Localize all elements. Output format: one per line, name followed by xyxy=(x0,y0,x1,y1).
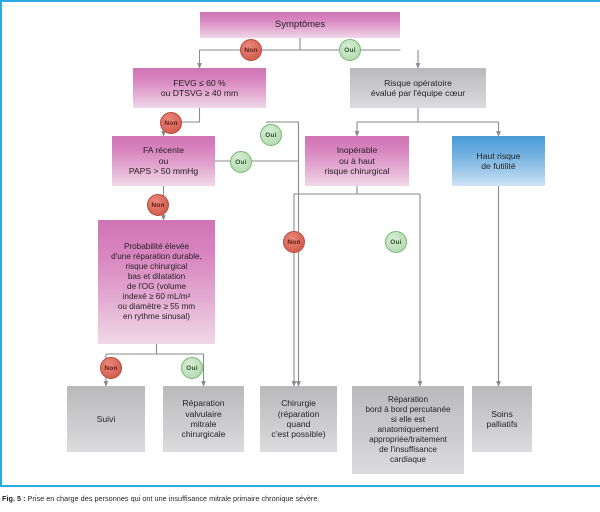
badge-oui-fevg: Oui xyxy=(260,124,282,146)
node-haut-risque-futilite: Haut risque de futilité xyxy=(452,136,545,186)
badge-oui-fa-recente: Oui xyxy=(230,151,252,173)
node-suivi: Suivi xyxy=(67,386,145,452)
node-fevg-dtsvg: FEVG ≤ 60 % ou DTSVG ≥ 40 mm xyxy=(133,68,266,108)
node-soins-palliatifs: Soins palliatifs xyxy=(472,386,532,452)
node-fa-recente-paps: FA récente ou PAPS > 50 mmHg xyxy=(112,136,215,186)
node-reparation-valvulaire-chirurgicale: Réparation valvulaire mitrale chirurgica… xyxy=(163,386,244,452)
figure-caption-text: Prise en charge des personnes qui ont un… xyxy=(25,494,320,503)
badge-non-symptomes: Non xyxy=(240,39,262,61)
flowchart-connectors xyxy=(103,38,501,387)
badge-non-inoperable: Non xyxy=(283,231,305,253)
badge-non-fa-recente: Non xyxy=(147,194,169,216)
badge-oui-symptomes: Oui xyxy=(339,39,361,61)
node-chirurgie: Chirurgie (réparation quand c'est possib… xyxy=(260,386,337,452)
node-probabilite-reparation-durable: Probabilité élevée d'une réparation dura… xyxy=(98,220,215,344)
node-symptomes: Symptômes xyxy=(200,12,400,38)
figure-caption: Fig. 5 : Prise en charge des personnes q… xyxy=(2,494,596,503)
badge-non-probabilite: Non xyxy=(100,357,122,379)
badge-non-fevg: Non xyxy=(160,112,182,134)
node-reparation-bord-a-bord-percutanee: Réparation bord à bord percutanée si ell… xyxy=(352,386,464,474)
node-inoperable: Inopérable ou à haut risque chirurgical xyxy=(305,136,409,186)
figure-caption-label: Fig. 5 : xyxy=(2,494,26,503)
badge-oui-inoperable: Oui xyxy=(385,231,407,253)
node-risque-operatoire: Risque opératoire évalué par l'équipe cœ… xyxy=(350,68,486,108)
badge-oui-probabilite: Oui xyxy=(181,357,203,379)
figure-frame: Symptômes FEVG ≤ 60 % ou DTSVG ≥ 40 mm R… xyxy=(0,0,600,487)
